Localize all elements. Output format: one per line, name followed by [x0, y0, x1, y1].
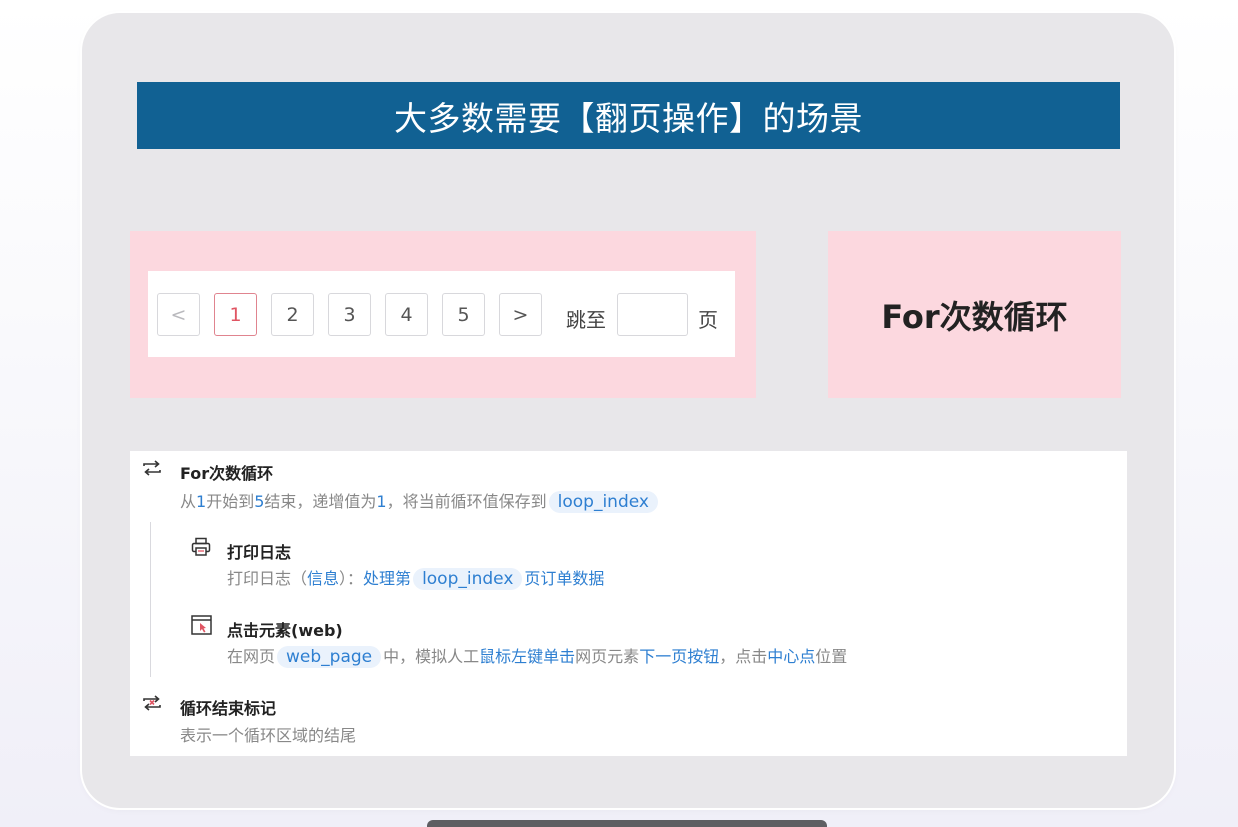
- horizontal-scrollbar[interactable]: [427, 820, 827, 827]
- click-element-icon: [191, 615, 212, 635]
- click-element-step-title[interactable]: 点击元素(web): [227, 621, 343, 640]
- for-loop-step-title[interactable]: For次数循环: [180, 464, 274, 483]
- loop-index-variable: loop_index: [548, 491, 658, 513]
- jump-to-label: 跳至: [566, 308, 606, 332]
- page-1-button[interactable]: 1: [214, 293, 257, 336]
- page-5-button[interactable]: 5: [442, 293, 485, 336]
- prev-page-button[interactable]: <: [157, 293, 200, 336]
- page-unit-label: 页: [698, 308, 718, 332]
- loop-end-icon: [143, 695, 161, 711]
- page-3-button[interactable]: 3: [328, 293, 371, 336]
- next-page-button[interactable]: >: [499, 293, 542, 336]
- loop-index-variable: loop_index: [413, 568, 523, 590]
- jump-page-input[interactable]: [617, 293, 688, 336]
- loop-icon: [143, 460, 161, 476]
- page-2-button[interactable]: 2: [271, 293, 314, 336]
- loop-body-guide-line: [150, 522, 151, 677]
- print-log-step-title[interactable]: 打印日志: [227, 543, 292, 562]
- web-page-variable: web_page: [277, 646, 382, 668]
- printer-icon: [191, 537, 211, 556]
- banner-title: 大多数需要【翻页操作】的场景: [137, 82, 1120, 149]
- for-loop-panel-title: For次数循环: [881, 297, 1068, 336]
- loop-end-step-title[interactable]: 循环结束标记: [180, 699, 277, 718]
- for-loop-panel: For次数循环: [828, 231, 1121, 398]
- loop-end-step-desc: 表示一个循环区域的结尾: [180, 726, 357, 745]
- page-4-button[interactable]: 4: [385, 293, 428, 336]
